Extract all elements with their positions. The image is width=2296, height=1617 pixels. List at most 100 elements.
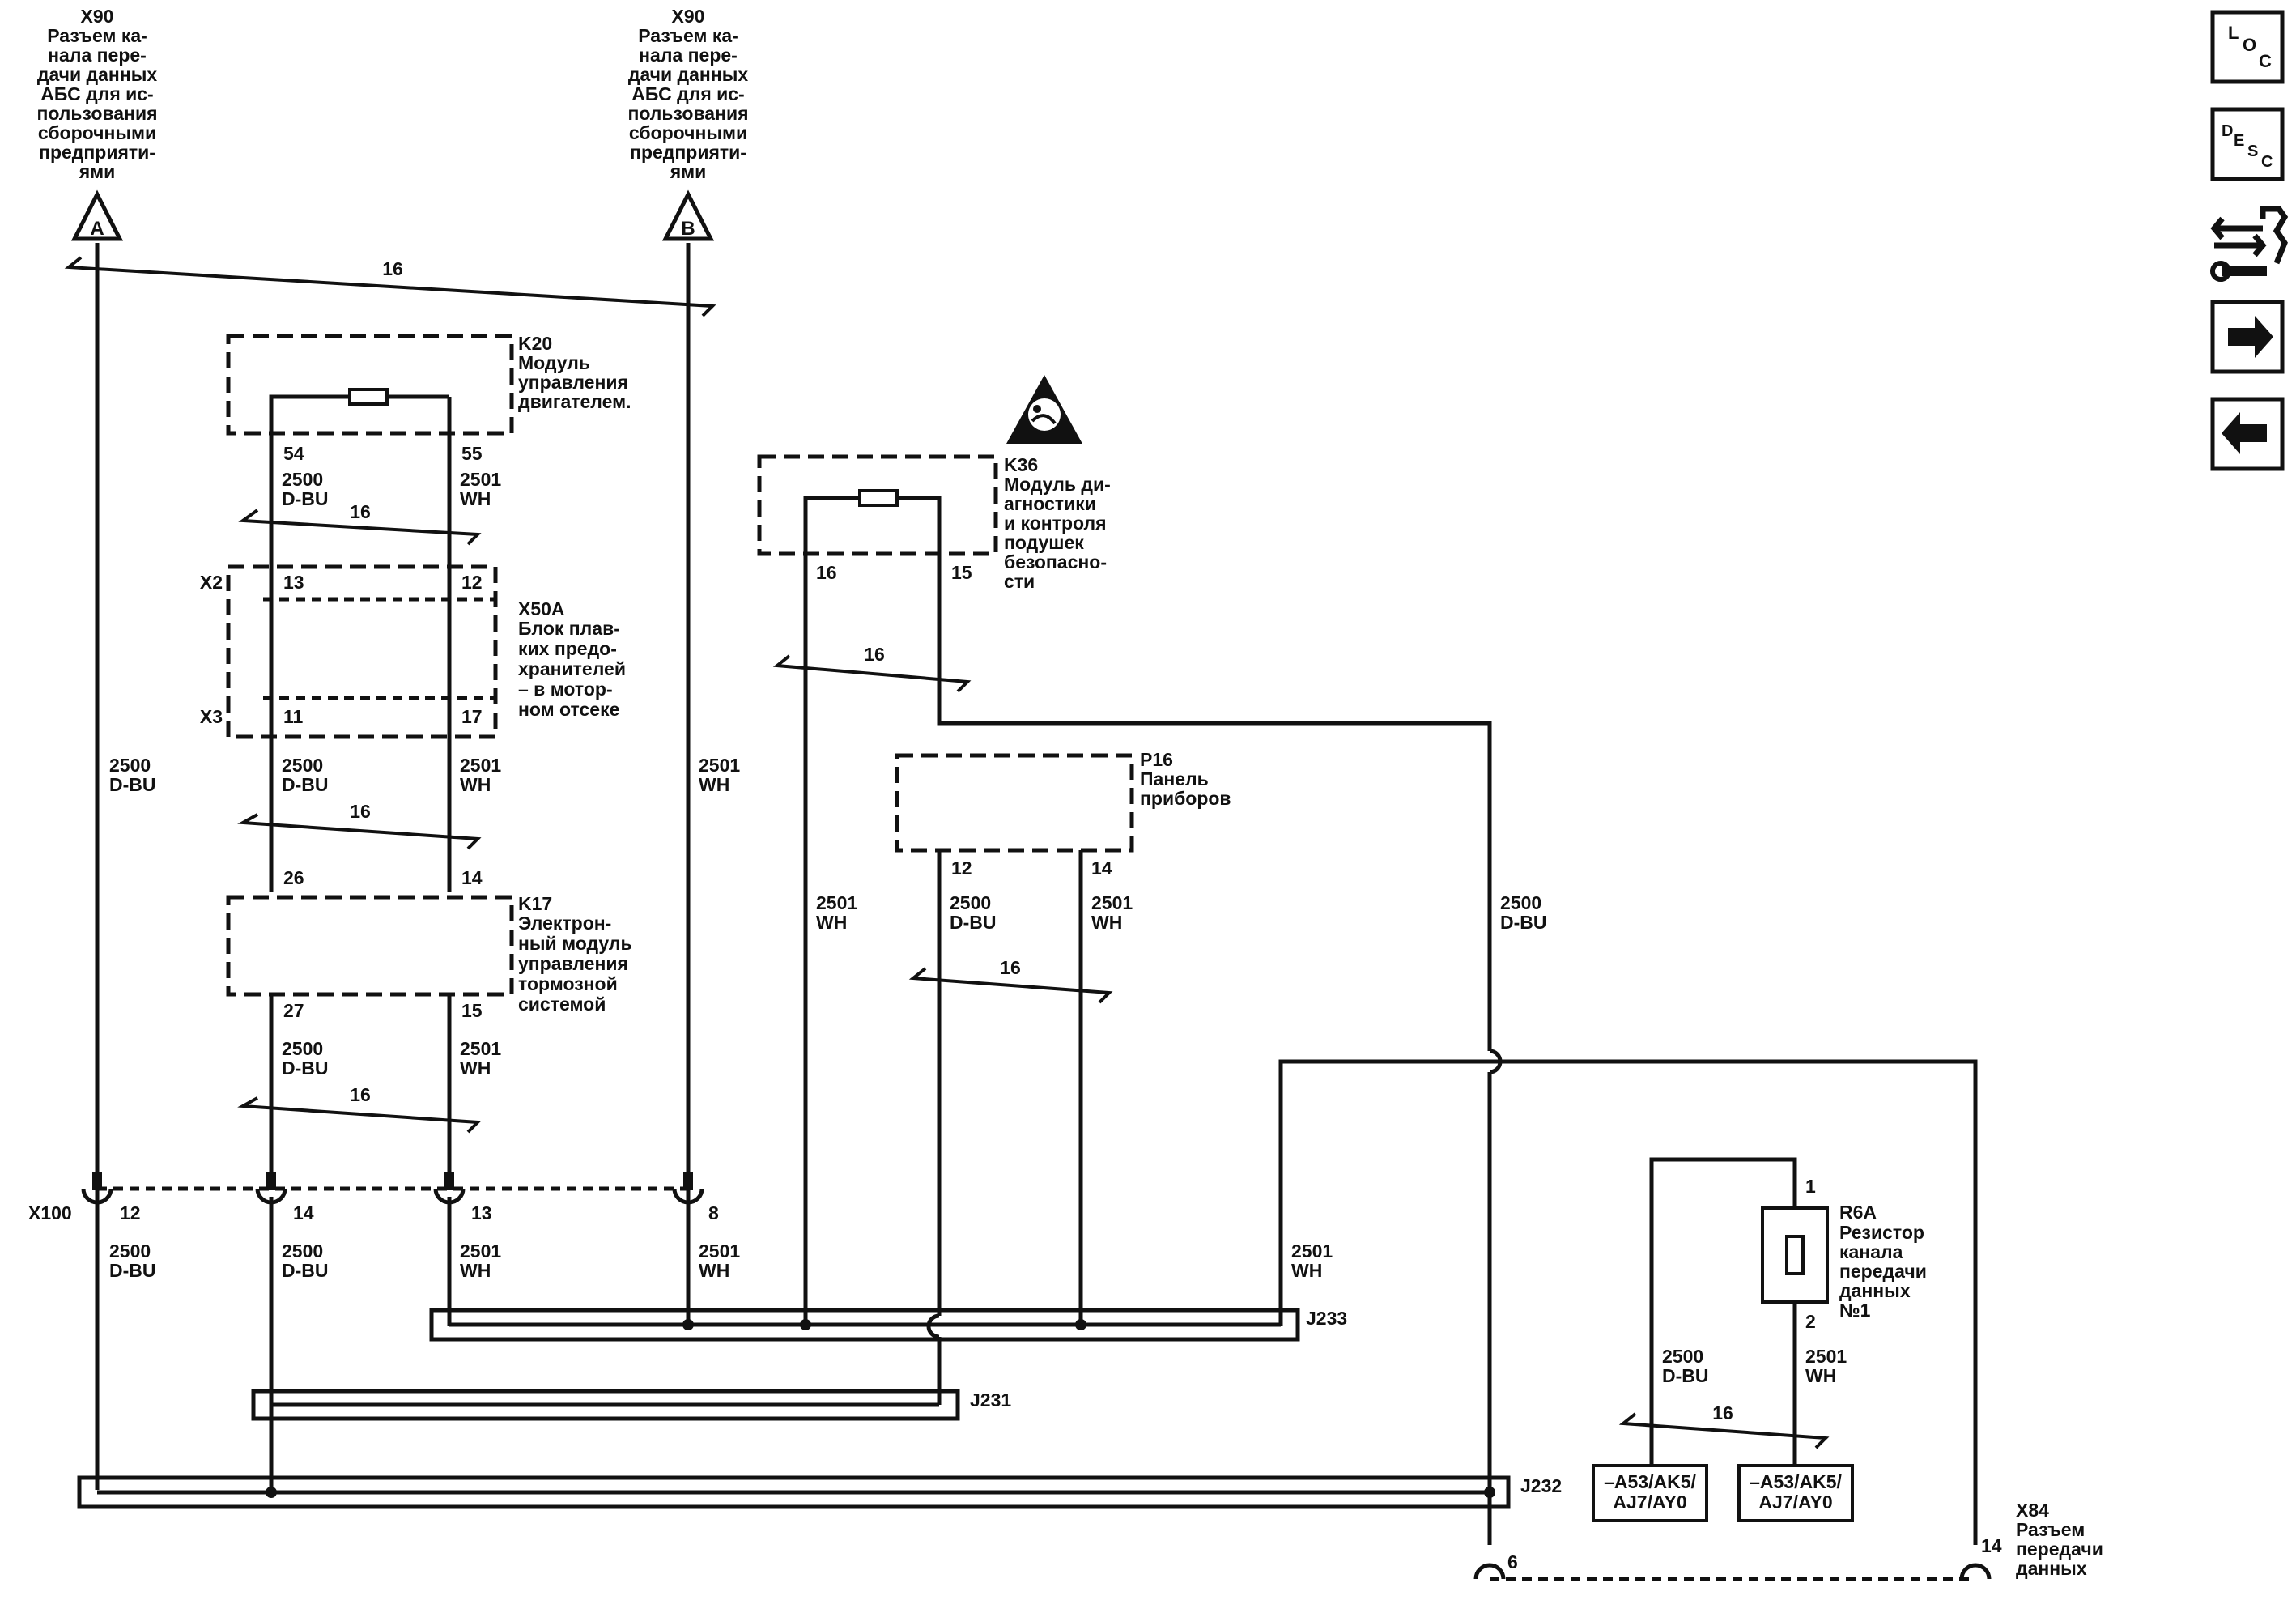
w-k20-r-c: 2501	[460, 469, 501, 490]
k36-pin-right: 15	[951, 562, 972, 583]
r6a-caption-line-3: данных	[1839, 1280, 1911, 1301]
option-left-line-1: AJ7/AY0	[1613, 1491, 1686, 1513]
option-box-right	[1737, 1464, 1854, 1522]
k17-caption-line-2: управления	[518, 953, 628, 974]
j231-label: J231	[970, 1389, 1011, 1411]
x50a-caption-line-0: Блок плав-	[518, 618, 620, 639]
x100-pin-8: 8	[708, 1202, 719, 1223]
w-k20-l-col: D-BU	[282, 488, 329, 509]
w-k20-l-c: 2500	[282, 469, 323, 490]
x50a-caption-line-4: ном отсеке	[518, 699, 619, 720]
k36-caption-line-3: подушек	[1004, 532, 1084, 553]
k36-caption-line-2: и контроля	[1004, 513, 1107, 534]
x100-pin8-cup	[672, 1188, 704, 1205]
x90-b-symbol	[661, 189, 715, 241]
w-left-col: D-BU	[109, 774, 156, 795]
option-right-line-0: –A53/AK5/	[1750, 1471, 1842, 1492]
w-p16-l-col: D-BU	[950, 912, 997, 933]
x90-b-caption-line-3: АБС для ис-	[631, 83, 744, 104]
twist-marker-x50a	[237, 813, 482, 850]
k17-box	[226, 895, 514, 997]
w-x100-b-c: 2500	[282, 1240, 323, 1262]
k20-pin-right: 55	[461, 443, 483, 464]
x90-a-caption-line-5: сборочными	[38, 122, 156, 143]
k20-caption-line-2: двигателем.	[518, 391, 631, 412]
w-x100-d-col: WH	[699, 1260, 729, 1281]
x50a-caption-line-1: ких предо-	[518, 638, 617, 659]
r6a-caption-line-0: Резистор	[1839, 1222, 1924, 1243]
j232-label: J232	[1520, 1475, 1562, 1496]
j233-label: J233	[1306, 1308, 1347, 1329]
twist-label-k20: 16	[350, 501, 371, 522]
x90-b-caption-line-1: нала пере-	[639, 45, 738, 66]
svg-text:L: L	[2228, 23, 2239, 43]
k36-caption-line-5: сти	[1004, 571, 1035, 592]
loc-icon[interactable]: L O C	[2210, 10, 2285, 84]
k17-caption-line-1: ный модуль	[518, 933, 632, 954]
x90-a-caption-line-4: пользования	[36, 103, 157, 124]
j233-splice	[429, 1308, 1300, 1342]
x50a-x2-right: 12	[461, 572, 483, 593]
x100-pin12-cup	[81, 1188, 113, 1205]
w-r6a-r-col: WH	[1805, 1365, 1836, 1386]
twist-marker-k17	[237, 1096, 482, 1134]
x90-a-name: X90	[81, 6, 114, 27]
w-j233-r-c: 2501	[1291, 1240, 1333, 1262]
twist-marker-top	[64, 256, 716, 317]
x84-pin6-cup	[1473, 1563, 1506, 1580]
w-p16-r-c: 2501	[1091, 892, 1133, 913]
next-arrow-icon[interactable]	[2210, 300, 2285, 374]
r6a-name: R6A	[1839, 1202, 1877, 1223]
k20-caption-line-1: управления	[518, 372, 628, 393]
k17-top-right: 14	[461, 867, 483, 888]
w-x100-a-c: 2500	[109, 1240, 151, 1262]
k17-caption-line-0: Электрон-	[518, 913, 611, 934]
x100-pin13-cup	[433, 1188, 466, 1205]
w-k17-l-c: 2500	[282, 1038, 323, 1059]
x90-a-symbol	[70, 189, 124, 241]
w-k36-l-col: WH	[816, 912, 847, 933]
x84-name: X84	[2016, 1500, 2049, 1521]
k17-top-left: 26	[283, 867, 304, 888]
p16-pin-right: 14	[1091, 857, 1112, 879]
k20-caption-line-0: Модуль	[518, 352, 590, 373]
x100-name: X100	[28, 1202, 72, 1223]
option-box-left	[1592, 1464, 1708, 1522]
k36-name: K36	[1004, 454, 1038, 475]
x50a-name: X50A	[518, 598, 565, 619]
x90-a-caption-line-2: дачи данных	[37, 64, 158, 85]
x84-caption-line-0: Разъем	[2016, 1519, 2085, 1540]
k20-name: K20	[518, 333, 552, 354]
twist-label-top: 16	[382, 258, 403, 279]
twist-marker-k36	[772, 654, 972, 693]
x100-pin-13: 13	[471, 1202, 492, 1223]
w-x50-l-col: D-BU	[282, 774, 329, 795]
back-arrow-icon[interactable]	[2210, 397, 2285, 471]
r6a-caption-line-1: канала	[1839, 1241, 1903, 1262]
x90-a-caption-line-1: нала пере-	[48, 45, 147, 66]
svg-text:E: E	[2234, 132, 2244, 150]
k20-internal	[269, 394, 348, 399]
w-x50-r-c: 2501	[460, 755, 501, 776]
option-left-line-0: –A53/AK5/	[1604, 1471, 1696, 1492]
twist-label-r6a: 16	[1712, 1402, 1733, 1423]
x50a-x2-label: X2	[200, 572, 223, 593]
k20-box	[226, 334, 514, 436]
wire-2500-r6a-loop	[1649, 1157, 1797, 1486]
x90-b-caption-line-4: пользования	[627, 103, 748, 124]
w-x100-b-col: D-BU	[282, 1260, 329, 1281]
w-x50-r-col: WH	[460, 774, 491, 795]
p16-caption-line-0: Панель	[1140, 768, 1209, 789]
j231-splice	[251, 1389, 960, 1421]
w-xb-col: WH	[699, 774, 729, 795]
w-x50-l-c: 2500	[282, 755, 323, 776]
p16-pin-left: 12	[951, 857, 972, 879]
connector-repair-icon[interactable]	[2210, 206, 2289, 282]
k36-resistor	[858, 489, 899, 507]
x90-b-letter: B	[681, 218, 695, 240]
svg-text:O: O	[2243, 35, 2256, 55]
desc-icon[interactable]: D E S C	[2210, 107, 2285, 181]
x50a-caption-line-2: хранителей	[518, 658, 626, 679]
wire-2500-k36-x84	[937, 496, 1492, 1051]
